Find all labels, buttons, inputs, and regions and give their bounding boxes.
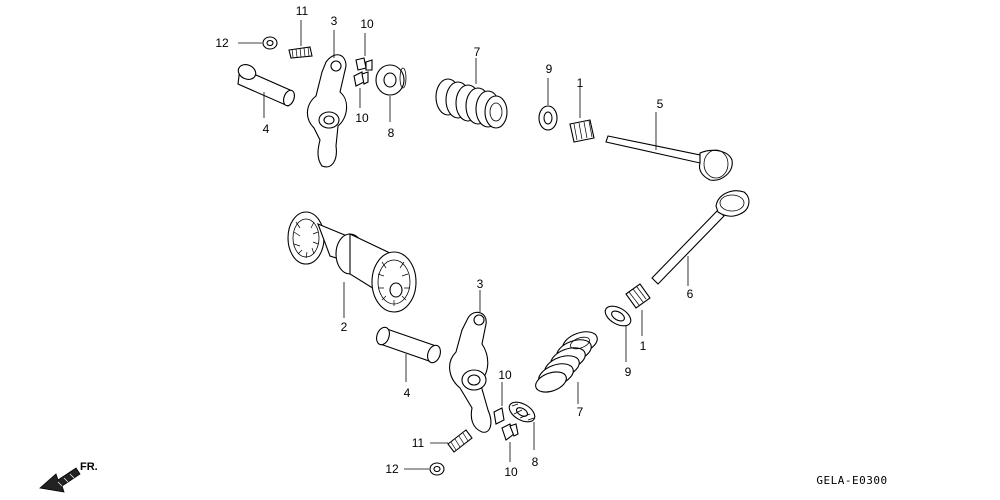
callout-1-upper: 1 (577, 76, 584, 90)
part-7-spring-lower (535, 331, 598, 404)
part-2-camshaft (287, 211, 417, 318)
callout-10-lower-a: 10 (498, 368, 512, 382)
part-8-retainer-upper (375, 64, 407, 122)
callout-9-upper: 9 (546, 62, 553, 76)
callout-9-lower: 9 (625, 365, 632, 379)
part-10-cotter-lower-b (501, 423, 519, 462)
callout-3-lower: 3 (477, 277, 484, 291)
callout-10-lower-b: 10 (504, 465, 518, 479)
callout-7-upper: 7 (474, 45, 481, 59)
callout-8-lower: 8 (532, 455, 539, 469)
part-7-spring-upper (435, 58, 508, 129)
callout-7-lower: 7 (577, 405, 584, 419)
callout-8-upper: 8 (388, 126, 395, 140)
part-12-nut-lower (404, 462, 445, 476)
part-11-screw-upper (288, 20, 313, 59)
part-5-valve-upper (605, 112, 733, 181)
part-11-screw-lower (430, 429, 473, 453)
callout-4-upper: 4 (263, 122, 270, 136)
part-3-rocker-arm-upper (306, 30, 348, 168)
part-10-cotter-upper-a (355, 33, 373, 71)
callout-6: 6 (687, 287, 694, 301)
callout-12-lower: 12 (385, 462, 399, 476)
callout-4-lower: 4 (404, 386, 411, 400)
callout-1-lower: 1 (640, 339, 647, 353)
part-3-rocker-arm-lower (449, 290, 492, 433)
callout-3-upper: 3 (331, 14, 338, 28)
callout-11-upper: 11 (296, 4, 309, 18)
front-direction-arrow-icon (39, 467, 81, 493)
part-9-seat-lower (604, 305, 632, 362)
callout-10-upper-b: 10 (355, 111, 369, 125)
part-10-cotter-upper-b (353, 71, 369, 108)
callout-5: 5 (657, 97, 664, 111)
front-direction-label: FR. (80, 461, 98, 473)
callout-2: 2 (341, 320, 348, 334)
part-4-rocker-shaft-lower (376, 326, 441, 382)
part-10-cotter-lower-a (493, 382, 505, 425)
part-1-seal-lower (625, 283, 651, 336)
part-12-nut-upper (238, 36, 278, 50)
part-9-seat-upper (538, 78, 558, 131)
callout-12-upper: 12 (215, 36, 229, 50)
part-8-retainer-lower (508, 401, 536, 450)
callout-10-upper-a: 10 (360, 17, 374, 31)
part-4-rocker-shaft-upper (237, 64, 295, 118)
part-1-seal-upper (569, 86, 595, 143)
figure-code: GELA-E0300 (816, 474, 887, 487)
part-6-valve-lower (651, 190, 750, 286)
callout-11-lower: 11 (412, 436, 425, 450)
